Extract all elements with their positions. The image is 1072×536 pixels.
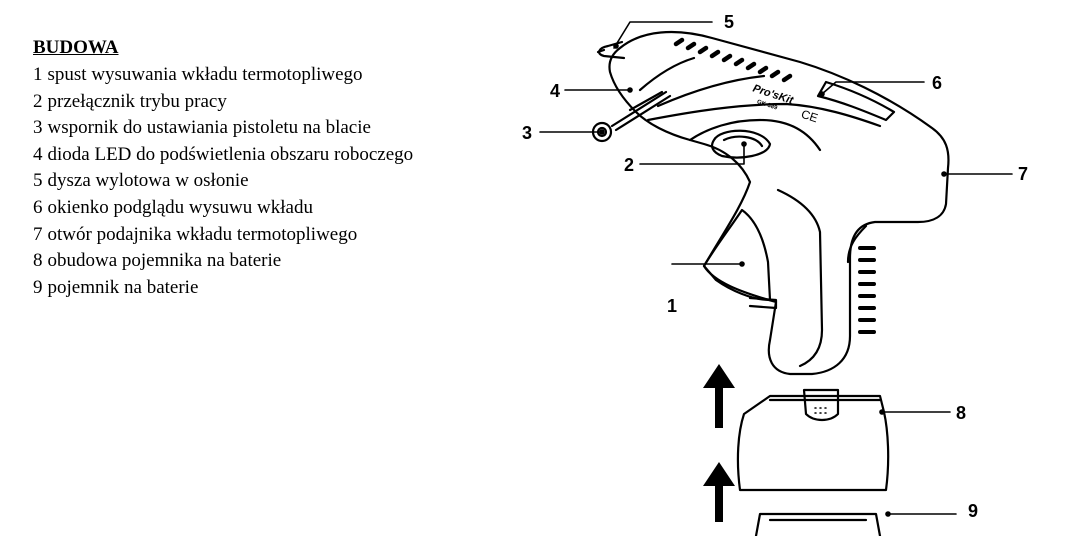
legend-item-number: 3	[33, 117, 43, 139]
callout-dot-7	[941, 171, 947, 177]
legend-item-text: przełącznik trybu pracy	[47, 90, 227, 112]
callout-label-8: 8	[956, 403, 966, 423]
arrow-up-icon	[703, 364, 735, 428]
legend-item-number: 5	[33, 170, 43, 192]
legend-item-number: 6	[33, 196, 43, 218]
legend-item-text: okienko podglądu wysuwu wkładu	[47, 196, 313, 218]
trigger	[702, 208, 772, 302]
battery-housing-dots	[814, 407, 827, 414]
callout-label-7: 7	[1018, 164, 1028, 184]
ce-mark: CE	[799, 107, 819, 125]
arrow-up-icon	[703, 462, 735, 522]
battery-pack	[754, 512, 882, 536]
callout-label-9: 9	[968, 501, 978, 521]
legend-item-text: wspornik do ustawiania pistoletu na blac…	[47, 117, 371, 139]
top-ribbing	[673, 37, 793, 83]
legend-item-number: 2	[33, 90, 43, 112]
led-light	[628, 90, 664, 112]
legend-item-number: 1	[33, 64, 43, 85]
nozzle-tip	[596, 48, 606, 54]
mode-switch	[711, 129, 772, 159]
callout-dot-3	[599, 129, 605, 135]
gun-body	[608, 30, 950, 376]
legend-item-text: otwór podajnika wkładu termotopliwego	[47, 223, 358, 245]
legend-item-number: 4	[33, 143, 43, 165]
callout-label-2: 2	[624, 155, 634, 175]
callout-label-6: 6	[932, 73, 942, 93]
callout-label-4: 4	[550, 81, 560, 101]
grip-contour	[776, 188, 868, 368]
callout-dot-1	[739, 261, 745, 267]
battery-housing-top	[768, 388, 882, 422]
legend-item-text: dysza wylotowa w osłonie	[47, 170, 249, 192]
preview-window	[816, 80, 896, 122]
callout-dot-8	[879, 409, 885, 415]
battery-housing	[736, 394, 890, 492]
callout-label-5: 5	[724, 12, 734, 32]
front-cover	[638, 56, 766, 108]
legend-item-text: dioda LED do podświetlenia obszaru roboc…	[47, 143, 414, 165]
legend-item-number: 8	[33, 250, 43, 272]
legend-item-number: 9	[33, 276, 43, 298]
callout-label-3: 3	[522, 123, 532, 143]
grip-ribs	[858, 246, 876, 334]
callout-dot-6	[819, 91, 825, 97]
legend-item-number: 7	[33, 223, 43, 245]
lower-body-contour	[646, 102, 882, 152]
mode-switch-inner	[722, 135, 764, 148]
legend-item-text: obudowa pojemnika na baterie	[47, 250, 282, 272]
callout-label-1: 1	[667, 296, 677, 316]
stand-bracket	[610, 90, 672, 132]
callout-dot-2	[741, 141, 747, 147]
legend-item-text: spust wysuwania wkładu termotopliwego	[47, 64, 363, 85]
legend-title: BUDOWA	[33, 37, 119, 58]
callout-lines	[539, 21, 1013, 515]
callout-dot-9	[885, 511, 891, 517]
legend-item-text: pojemnik na baterie	[47, 276, 199, 298]
trigger-step	[748, 296, 778, 310]
callout-dot-4	[627, 87, 633, 93]
callout-dot-5	[613, 43, 619, 49]
